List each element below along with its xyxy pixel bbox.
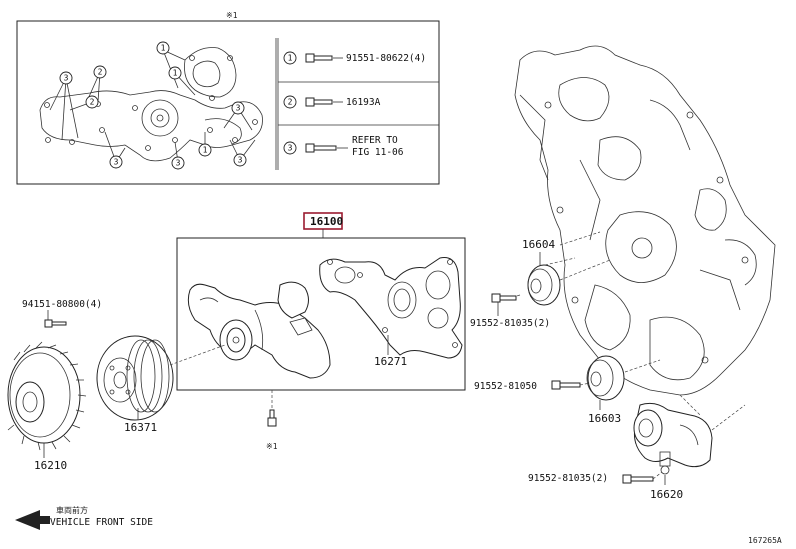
- legend-row-1: 1 91551-80622(4): [283, 51, 426, 65]
- figure-id: 167265A: [748, 536, 782, 545]
- legend-part-3-line2: FIG 11-06: [352, 147, 404, 158]
- svg-text:3: 3: [114, 158, 119, 167]
- label-tensioner[interactable]: 16620: [650, 488, 683, 501]
- gasket: [319, 257, 463, 359]
- legend-marker-2: 2: [288, 98, 293, 107]
- svg-text:3: 3: [238, 156, 243, 165]
- inset-note: ※1: [226, 11, 238, 20]
- legend-row-2: 2 16193A: [283, 95, 381, 109]
- label-front-en: VEHICLE FRONT SIDE: [50, 517, 153, 528]
- svg-text:2: 2: [98, 68, 103, 77]
- water-pump: [187, 281, 331, 379]
- label-front-jp: 車両前方: [56, 505, 88, 515]
- vehicle-front-indicator: 車両前方 VEHICLE FRONT SIDE: [15, 505, 153, 530]
- bolt-icon: [305, 53, 333, 63]
- label-bolt-upper[interactable]: 91552-81035(2): [470, 318, 550, 329]
- label-pulley[interactable]: 16371: [124, 421, 157, 434]
- legend-part-3-line1: REFER TO: [352, 135, 398, 146]
- svg-text:1: 1: [161, 44, 166, 53]
- water-pump-assembly-group: 16100 16271: [176, 212, 466, 391]
- label-fan-bolt[interactable]: 94151-80800(4): [22, 299, 102, 310]
- pulley: [96, 335, 174, 421]
- idler-pulley-lower: [586, 355, 625, 401]
- bolt-lower: [622, 474, 654, 484]
- belt-tensioner: [633, 402, 713, 475]
- bolt-icon: [305, 97, 333, 107]
- label-idler-lower[interactable]: 16603: [588, 412, 621, 425]
- engine-timing-cover: [514, 45, 776, 396]
- bolt-icon: [305, 143, 337, 153]
- legend-row-3: 3 REFER TO FIG 11-06: [283, 135, 404, 158]
- svg-text:1: 1: [173, 69, 178, 78]
- fan-clutch: [7, 341, 87, 451]
- label-bolt-note[interactable]: ※1: [266, 442, 278, 451]
- inset-water-pump-outline: [39, 47, 263, 163]
- svg-text:3: 3: [236, 104, 241, 113]
- label-bolt-lower[interactable]: 91552-81035(2): [528, 473, 608, 484]
- legend-part-1: 91551-80622(4): [346, 53, 426, 64]
- fan-bolt: [44, 319, 67, 328]
- svg-text:3: 3: [176, 159, 181, 168]
- label-bolt-mid[interactable]: 91552-81050: [474, 381, 537, 392]
- legend-marker-3: 3: [288, 144, 293, 153]
- bolt-upper: [491, 293, 517, 303]
- svg-text:2: 2: [90, 98, 95, 107]
- legend-part-2: 16193A: [346, 97, 381, 108]
- svg-text:3: 3: [64, 74, 69, 83]
- label-fan-clutch[interactable]: 16210: [34, 459, 67, 472]
- bolt-mid: [551, 380, 581, 390]
- label-idler-upper[interactable]: 16604: [522, 238, 555, 251]
- inset-legend: 1 91551-80622(4) 2 16193A: [278, 51, 439, 158]
- legend-marker-1: 1: [288, 54, 293, 63]
- label-gasket[interactable]: 16271: [374, 355, 407, 368]
- pump-bolt: [267, 409, 277, 427]
- label-water-pump-assy[interactable]: 16100: [310, 215, 343, 228]
- idler-pulley-upper: [527, 264, 561, 306]
- arrow-left-icon: [15, 510, 50, 530]
- inset-callouts: 1 1 2 2 3 3 3 3 3 1: [59, 41, 247, 170]
- inset-panel: ※1: [16, 11, 440, 185]
- svg-text:1: 1: [203, 146, 208, 155]
